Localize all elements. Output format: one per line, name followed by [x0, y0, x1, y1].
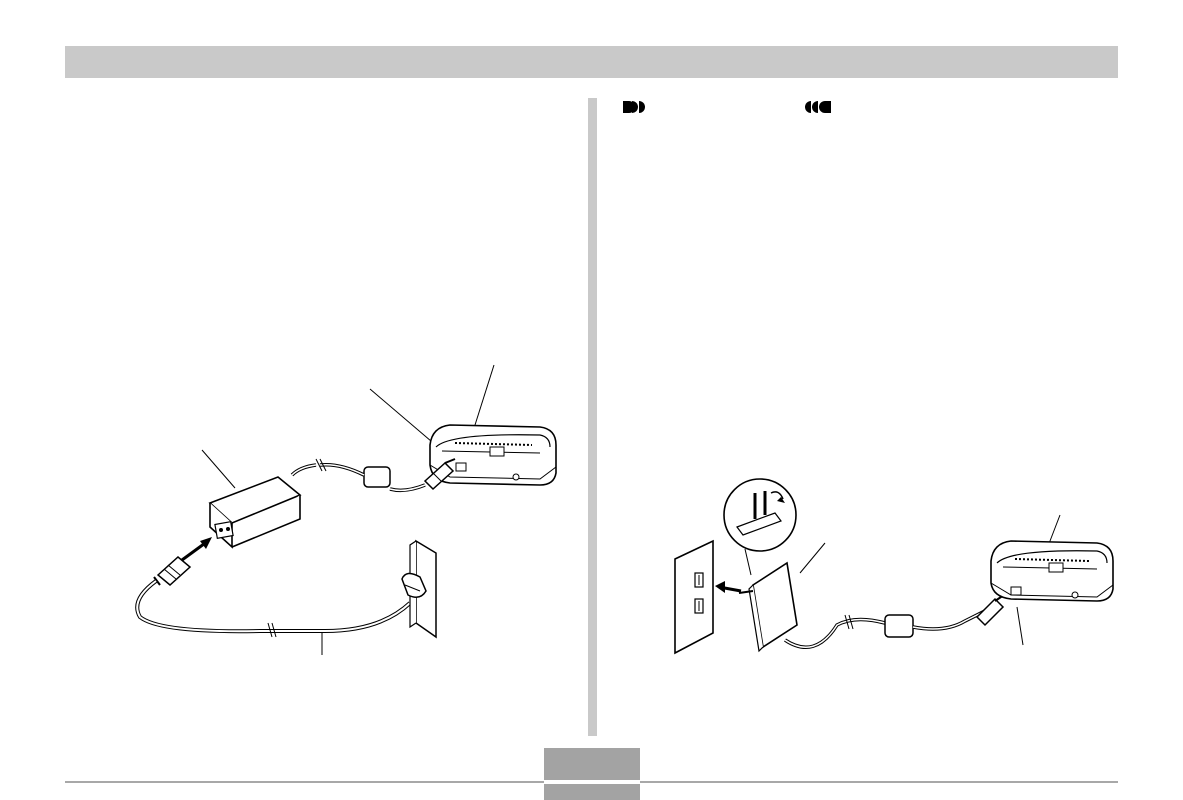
usb-cradle-icon [990, 540, 1114, 602]
note-open-icon [623, 101, 645, 113]
note-close-icon [805, 101, 831, 113]
cradle-connection-diagram-left [120, 355, 570, 670]
page-number-tab [544, 748, 640, 800]
power-connector-icon [153, 556, 192, 586]
dc-jack-leader-line [1016, 606, 1024, 646]
folding-plug-icon [723, 478, 797, 576]
ac-adaptor-icon [738, 561, 798, 653]
dc-plug-icon [423, 458, 456, 491]
usb-cradle-icon [429, 424, 557, 486]
adaptor-leader-line [799, 542, 826, 574]
wall-outlet-icon [674, 539, 714, 655]
adaptor-leader-line [201, 449, 236, 489]
ferrite-core-icon [363, 466, 391, 488]
power-cord-icon [135, 579, 412, 638]
ac-adaptor-icon [208, 476, 302, 549]
page-tab-divider [544, 780, 640, 784]
cradle-connection-diagram-right [665, 475, 1125, 675]
note-markers [623, 99, 833, 115]
ferrite-core-icon [884, 614, 914, 638]
header-bar [65, 46, 1118, 78]
cradle-leader-line [474, 364, 495, 426]
wall-outlet-icon [401, 539, 437, 639]
column-divider [588, 98, 597, 736]
